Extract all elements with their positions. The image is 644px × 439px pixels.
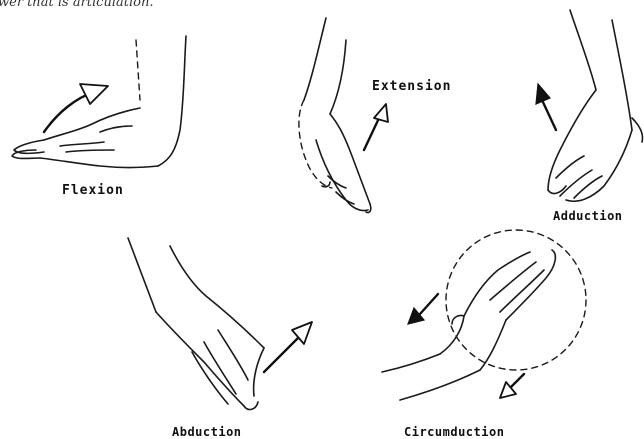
adduction-panel: Adduction bbox=[536, 10, 643, 223]
circumduction-arrow-left bbox=[408, 294, 438, 324]
extension-arrow bbox=[364, 104, 388, 150]
extension-label: Extension bbox=[372, 79, 451, 94]
circumduction-path-circle bbox=[446, 230, 586, 370]
circumduction-label: Circumduction bbox=[404, 425, 504, 439]
abduction-panel: Abduction bbox=[128, 238, 312, 439]
flexion-panel: Flexion bbox=[12, 36, 186, 198]
abduction-hand-illustration bbox=[128, 238, 264, 409]
flexion-arrow bbox=[44, 84, 108, 132]
adduction-hand-illustration bbox=[548, 10, 643, 201]
header-fragment: wer that is articulation. bbox=[0, 0, 153, 10]
flexion-label: Flexion bbox=[62, 183, 124, 198]
circumduction-arrow-bottom bbox=[500, 374, 524, 398]
adduction-arrow bbox=[536, 84, 556, 130]
abduction-label: Abduction bbox=[172, 425, 242, 439]
abduction-arrow bbox=[264, 322, 312, 372]
extension-panel: Extension bbox=[299, 18, 452, 213]
circumduction-panel: Circumduction bbox=[382, 230, 586, 439]
flexion-hand-illustration bbox=[12, 36, 186, 168]
circumduction-hand-illustration bbox=[382, 250, 555, 400]
extension-hand-illustration bbox=[299, 18, 371, 213]
adduction-label: Adduction bbox=[553, 209, 623, 223]
